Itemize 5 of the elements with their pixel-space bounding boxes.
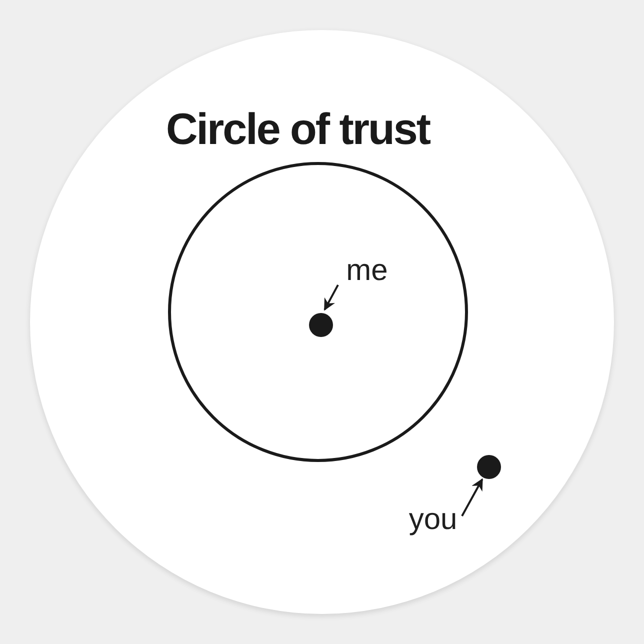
title: Circle of trust — [166, 104, 430, 156]
leader-arrow — [461, 478, 484, 516]
you-label: you — [404, 500, 462, 540]
leader-arrow — [324, 284, 339, 311]
me-label: me — [341, 253, 393, 289]
